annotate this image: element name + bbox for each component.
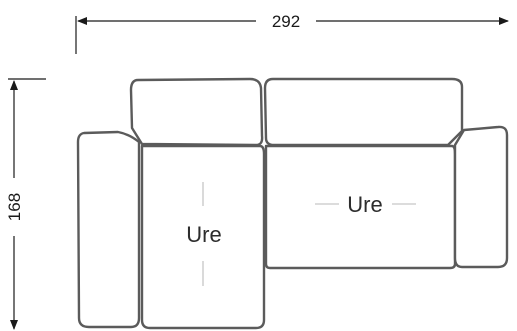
width-label: 292: [272, 12, 300, 31]
left-seat: [140, 144, 266, 330]
left-module-label: Ure: [186, 222, 221, 247]
left-module: Ure: [76, 77, 266, 330]
right-backrest: [263, 77, 464, 147]
right-module-label: Ure: [347, 192, 382, 217]
height-dimension: 168: [5, 78, 46, 330]
right-armrest: [453, 125, 509, 269]
left-armrest: [76, 130, 141, 329]
right-module: Ure: [263, 77, 509, 270]
width-dimension: 292: [75, 12, 509, 54]
left-backrest: [129, 77, 264, 147]
height-label: 168: [5, 193, 24, 221]
